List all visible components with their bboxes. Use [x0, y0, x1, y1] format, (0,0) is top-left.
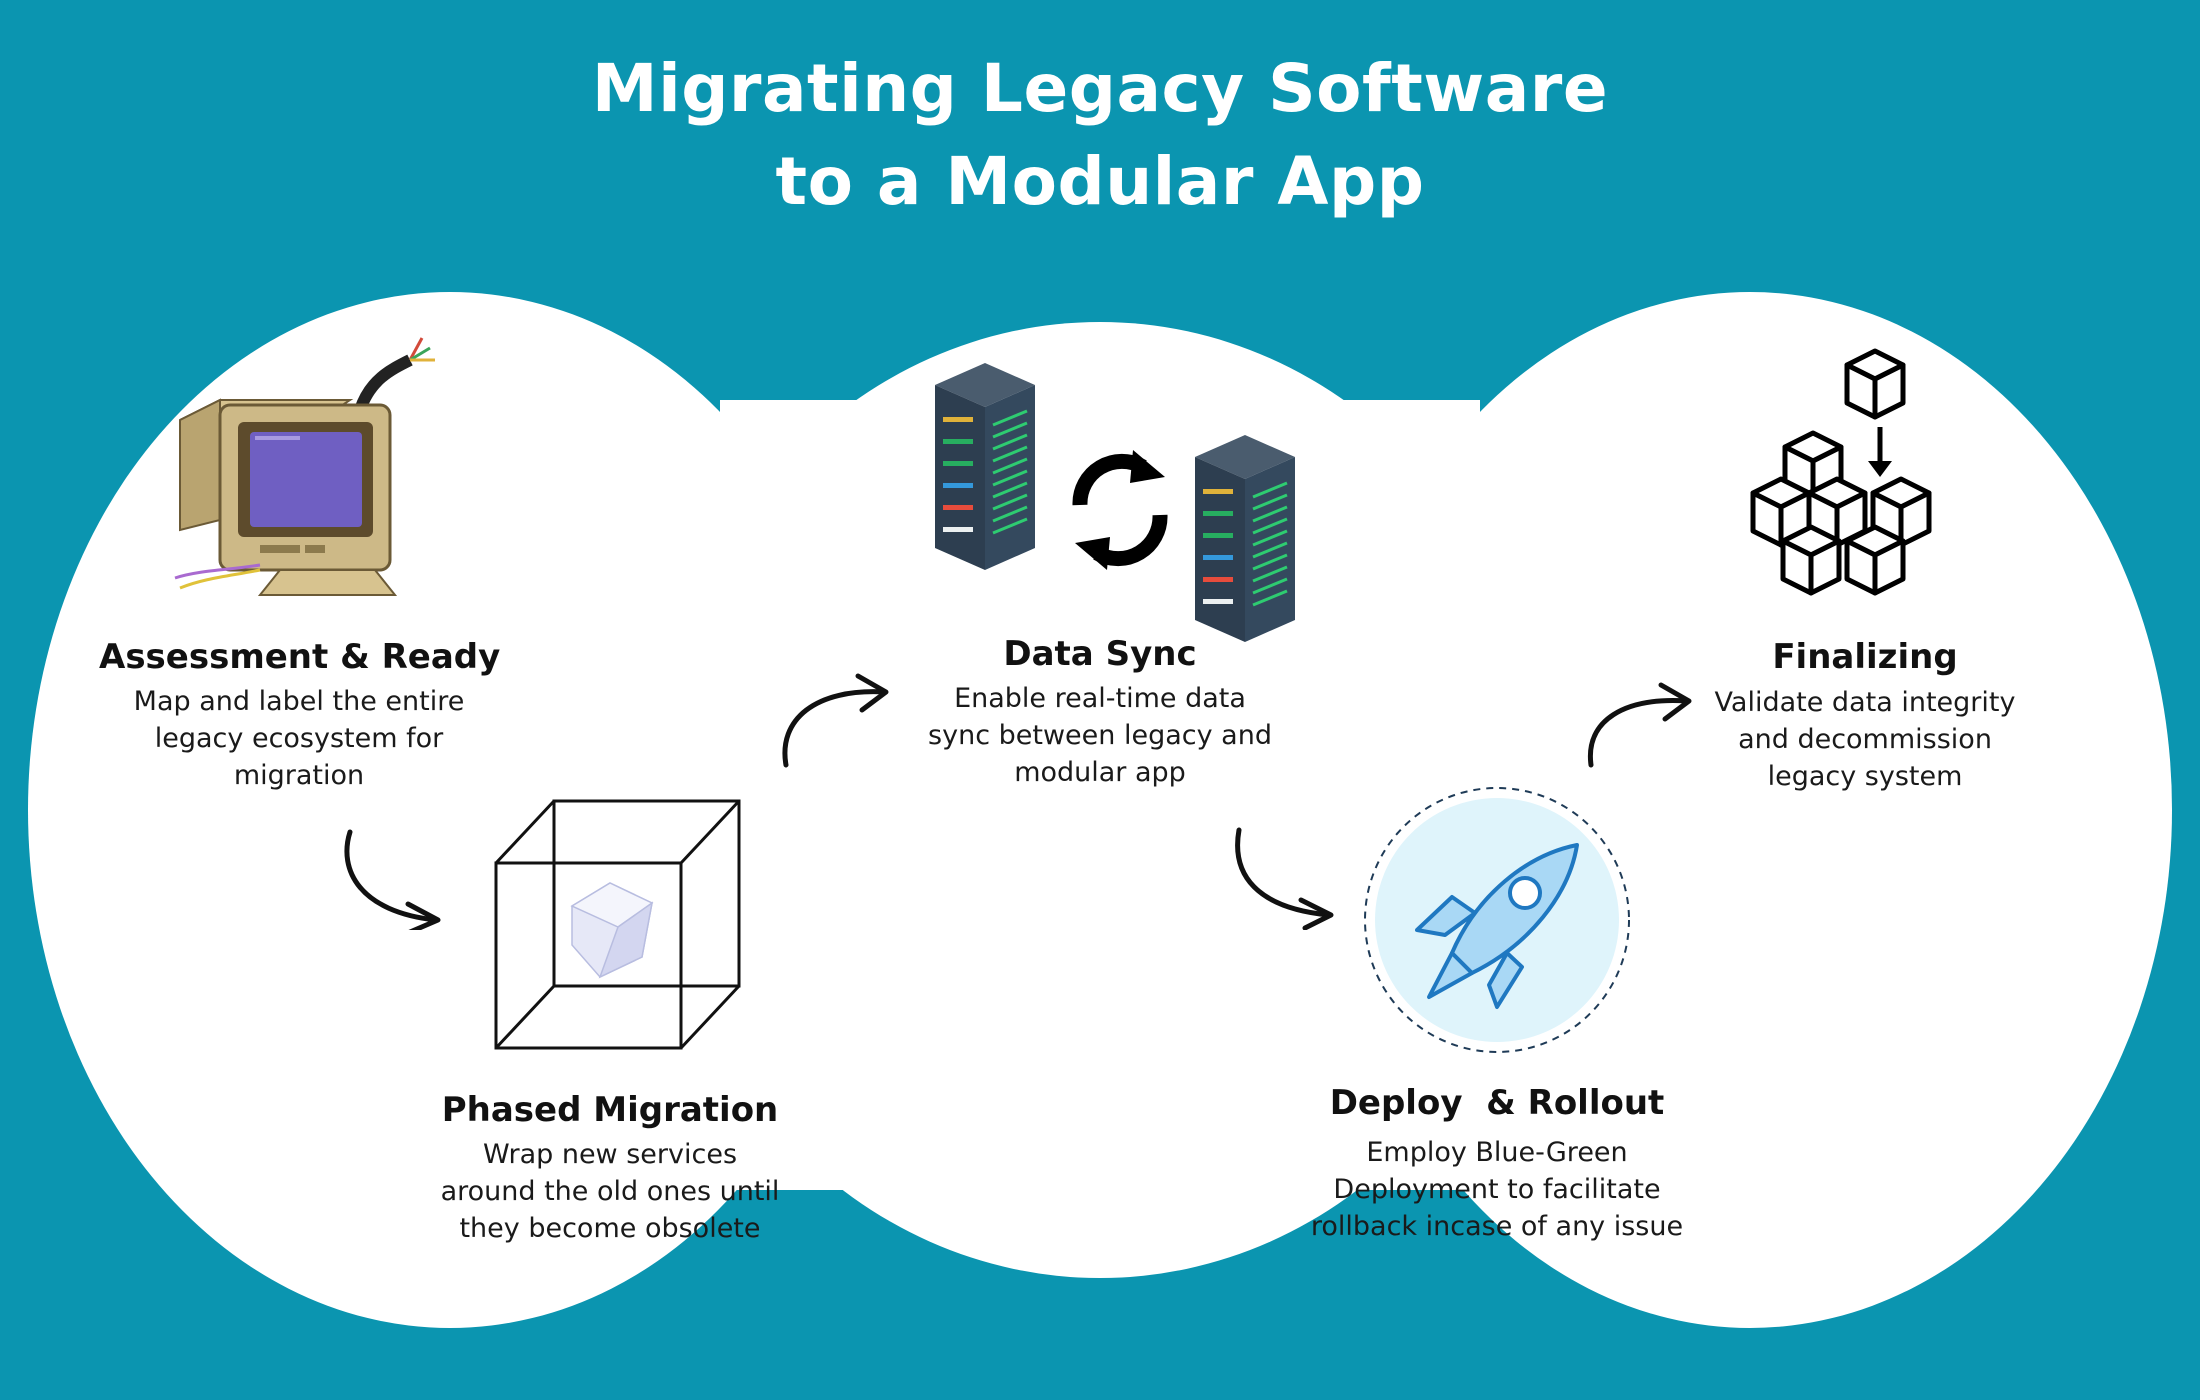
step-desc-data-sync: Enable real-time data sync between legac…: [900, 680, 1300, 791]
step-desc-finalizing: Validate data integrity and decommission…: [1665, 684, 2065, 795]
step-desc-phased-migration: Wrap new services around the old ones un…: [410, 1136, 810, 1247]
step-desc-line: around the old ones until: [440, 1176, 780, 1207]
step-desc-line: Deployment to facilitate: [1333, 1174, 1661, 1205]
rocket-icon: [1364, 787, 1630, 1053]
diagram-title-line-2: to a Modular App: [775, 143, 1425, 220]
step-desc-line: rollback incase of any issue: [1310, 1211, 1684, 1242]
step-desc-line: legacy system: [1767, 761, 1963, 792]
step-desc-line: Wrap new services: [482, 1139, 738, 1170]
step-desc-line: Employ Blue-Green: [1366, 1137, 1628, 1168]
step-desc-line: modular app: [1014, 757, 1186, 788]
step-desc-assessment: Map and label the entire legacy ecosyste…: [99, 683, 499, 794]
server-sync-icon: [935, 363, 1295, 642]
wireframe-cube-icon: [494, 799, 741, 1050]
step-title-phased-migration: Phased Migration: [441, 1090, 779, 1130]
step-desc-line: and decommission: [1738, 724, 1992, 755]
step-desc-line: legacy ecosystem for: [154, 723, 444, 754]
step-title-deploy-rollout: Deploy & Rollout: [1329, 1083, 1665, 1123]
step-title-finalizing: Finalizing: [1772, 637, 1958, 677]
step-title-data-sync: Data Sync: [1003, 634, 1197, 674]
step-desc-line: migration: [233, 760, 365, 791]
step-desc-line: Validate data integrity: [1714, 687, 2016, 718]
arrow-deploy-to-finalizing: [1587, 682, 1692, 768]
modular-blocks-icon: [1750, 348, 1932, 596]
step-desc-line: sync between legacy and: [928, 720, 1272, 751]
step-title-assessment: Assessment & Ready: [99, 637, 501, 677]
step-desc-line: they become obsolete: [459, 1213, 761, 1244]
diagram-title-line-1: Migrating Legacy Software: [591, 50, 1609, 127]
arrow-datasync-to-deploy: [1235, 827, 1334, 930]
retro-computer-icon: [174, 337, 435, 596]
arrow-phased-to-datasync: [782, 673, 889, 768]
step-desc-line: Enable real-time data: [954, 683, 1246, 714]
step-desc-deploy-rollout: Employ Blue-Green Deployment to facilita…: [1297, 1134, 1697, 1245]
arrow-assessment-to-phased: [344, 829, 441, 930]
step-desc-line: Map and label the entire: [133, 686, 465, 717]
